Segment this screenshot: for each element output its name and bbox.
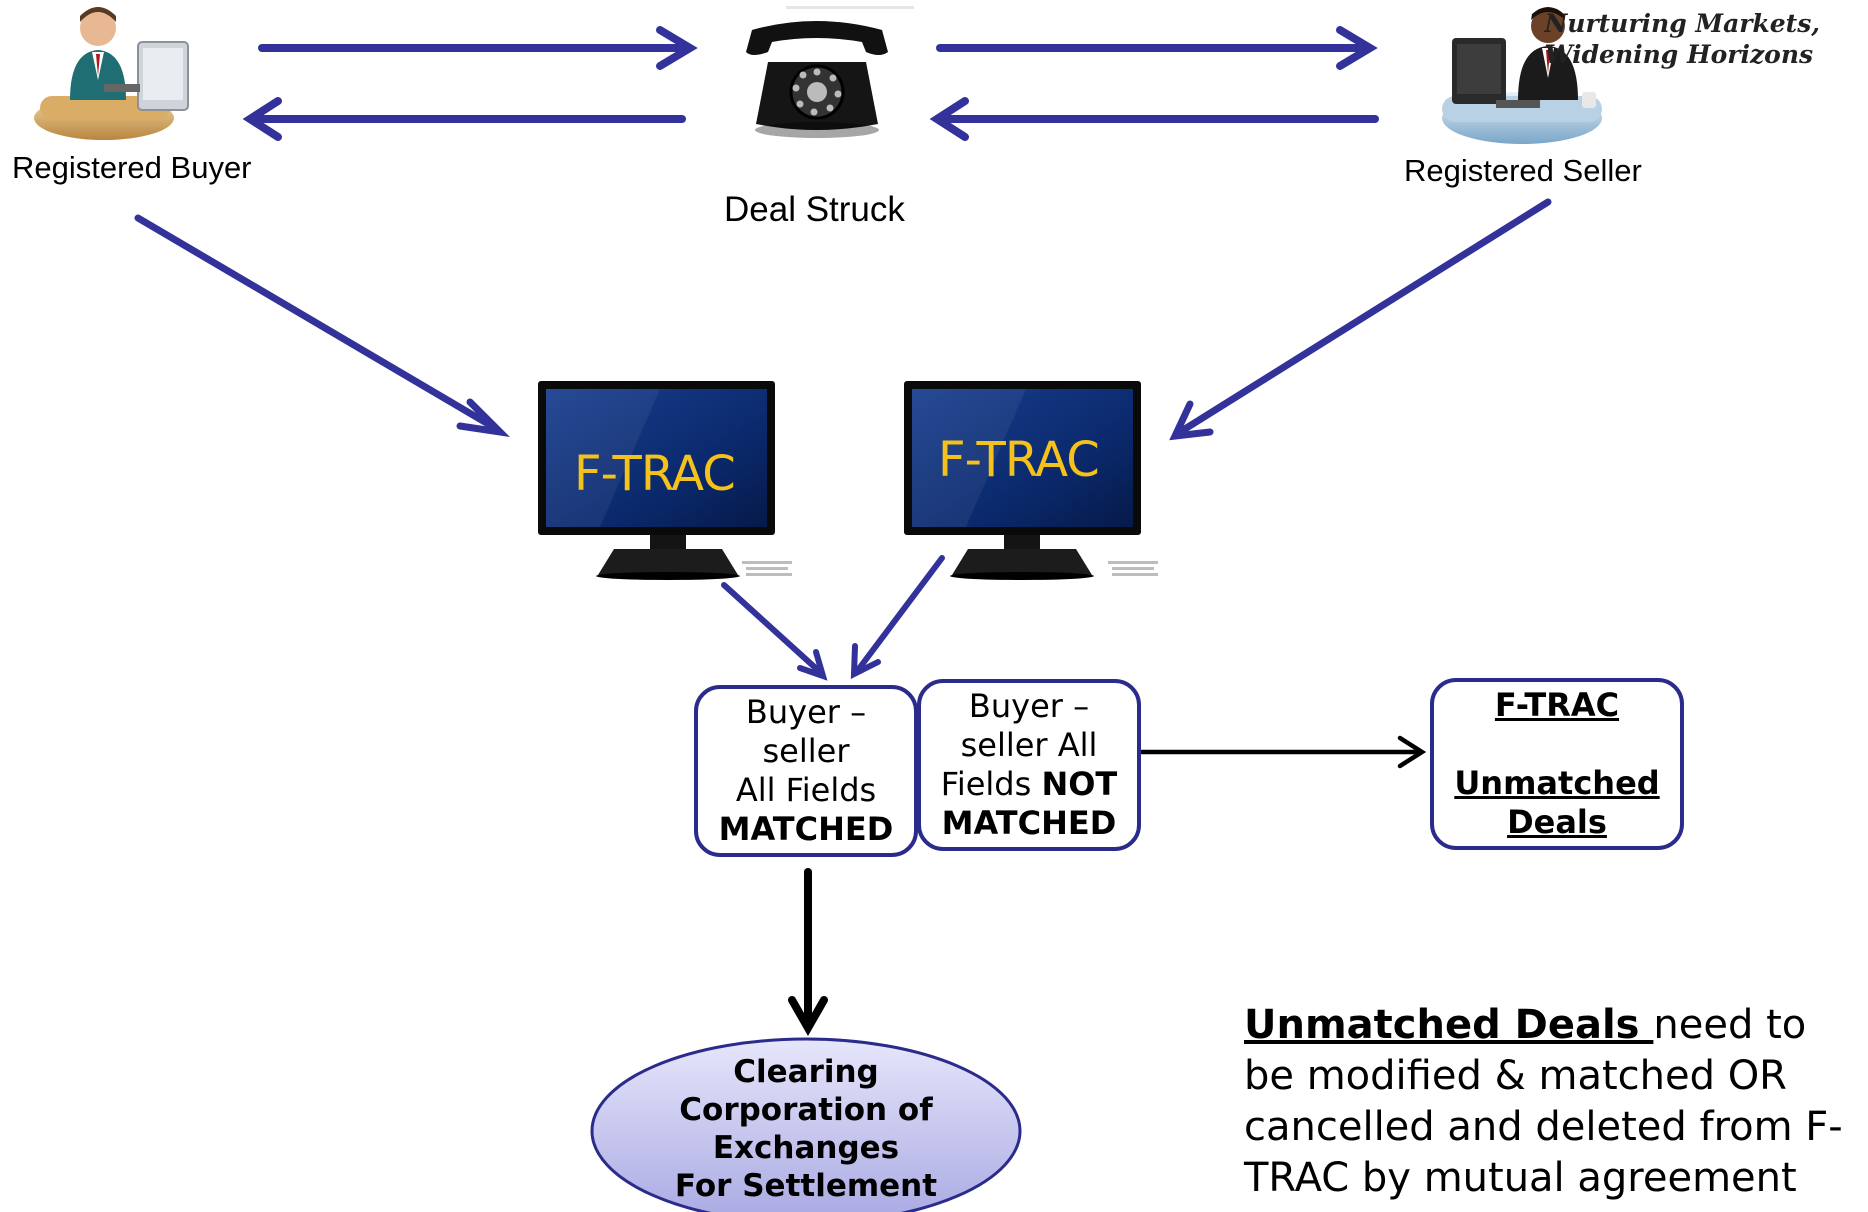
telephone-icon	[746, 21, 888, 138]
clearing-line-4: For Settlement	[674, 1168, 938, 1204]
matched-line-4: MATCHED	[718, 810, 894, 848]
phone-watermark	[786, 6, 914, 9]
arrow-phone-to-buyer	[242, 97, 686, 141]
registered-buyer-label: Registered Buyer	[12, 150, 252, 185]
not-matched-line-2: seller All	[960, 726, 1098, 764]
ftrac-unmatched-box: F-TRAC Unmatched Deals	[1430, 678, 1684, 850]
monitor-left-text: F-TRAC	[574, 446, 736, 502]
matched-line-3: All Fields	[735, 771, 877, 809]
arrow-left-monitor-to-boxes	[721, 582, 828, 681]
clearing-text: Clearing Corporation of Exchanges For Se…	[606, 1053, 1006, 1205]
arrow-phone-to-seller	[936, 26, 1378, 70]
arrow-buyer-to-phone	[258, 26, 698, 70]
unmatched-deals-note: Unmatched Deals need to be modified & ma…	[1244, 1000, 1864, 1204]
not-matched-line-1: Buyer –	[968, 687, 1090, 725]
monitor-left-watermark	[742, 561, 792, 576]
clearing-line-3: Exchanges	[712, 1130, 900, 1166]
monitor-right-text: F-TRAC	[938, 432, 1100, 488]
buyer-icon	[34, 7, 189, 140]
ftrac-box-title: F-TRAC	[1494, 686, 1620, 724]
arrow-not-matched-to-ftrac	[1139, 735, 1427, 769]
clearing-line-2: Corporation of	[679, 1092, 933, 1128]
monitor-left-icon	[538, 381, 775, 580]
arrow-seller-to-monitor	[1169, 198, 1552, 441]
tagline-line-1: Nurturing Markets,	[1544, 9, 1820, 38]
not-matched-line-4: MATCHED	[941, 804, 1117, 842]
not-matched-line-3b: NOT	[1041, 765, 1118, 803]
arrow-right-monitor-to-boxes	[850, 555, 945, 679]
not-matched-line-3a: Fields	[940, 765, 1042, 803]
monitor-right-icon	[904, 381, 1141, 580]
not-matched-box: Buyer – seller All Fields NOT MATCHED	[917, 679, 1141, 851]
clearing-ellipse	[590, 1037, 1022, 1212]
tagline-line-2: Widening Horizons	[1544, 40, 1814, 69]
matched-line-1: Buyer –	[745, 693, 867, 731]
matched-box: Buyer – seller All Fields MATCHED	[694, 685, 918, 857]
arrow-seller-to-phone	[929, 97, 1379, 141]
matched-line-2: seller	[762, 732, 850, 770]
tagline: Nurturing Markets, Widening Horizons	[1544, 8, 1820, 70]
arrow-matched-to-clearing	[788, 868, 828, 1037]
monitor-right-watermark	[1108, 561, 1158, 576]
seller-icon	[1442, 7, 1602, 144]
note-rest: need to be modified & matched OR cancell…	[1244, 1002, 1843, 1201]
arrow-buyer-to-monitor	[134, 214, 510, 438]
clearing-line-1: Clearing	[733, 1054, 879, 1090]
ftrac-box-line-2: Deals	[1507, 803, 1607, 841]
note-highlight: Unmatched Deals	[1244, 1002, 1654, 1048]
deal-struck-label: Deal Struck	[724, 190, 905, 229]
ftrac-box-line-1: Unmatched	[1454, 764, 1660, 802]
registered-seller-label: Registered Seller	[1404, 153, 1642, 188]
